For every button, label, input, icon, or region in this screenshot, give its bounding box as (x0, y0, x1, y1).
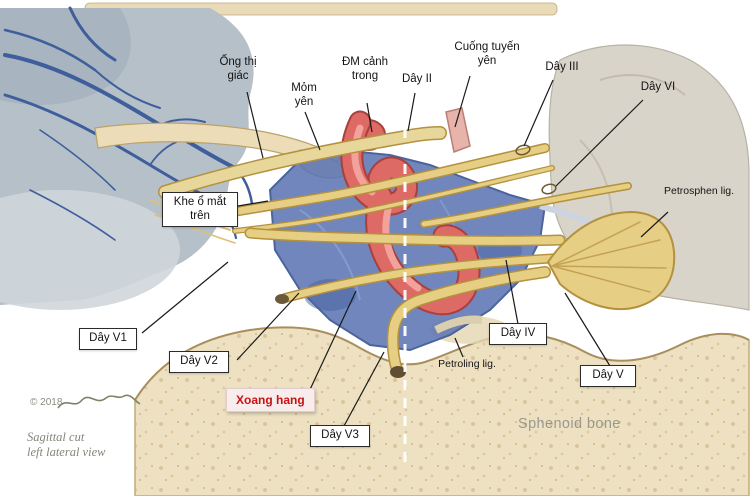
label-cn-v1: Dây V1 (79, 328, 137, 350)
label-petrosphenoid-lig: Petrosphen lig. (664, 185, 735, 197)
leader-lines (141, 75, 669, 427)
label-cn-v2: Dây V2 (169, 351, 229, 373)
petrolingual-ligament-shape (434, 315, 483, 334)
label-cn2: Dây II (401, 73, 433, 85)
label-optic-canal: Ống thị giác (219, 56, 257, 82)
figure-caption: Sagittal cut left lateral view (27, 430, 106, 459)
label-cn-v3: Dây V3 (310, 425, 370, 447)
nerves (149, 126, 676, 378)
copyright-text: © 2018 (30, 397, 63, 408)
label-sphenoid-bone: Sphenoid bone (518, 416, 621, 432)
pituitary-stalk-shape (445, 107, 471, 154)
label-cn3: Dây III (545, 61, 579, 73)
label-pituitary-stalk: Cuống tuyến yên (454, 41, 520, 67)
label-internal-carotid: ĐM cảnh trong (341, 56, 389, 82)
label-cn4: Dây IV (489, 323, 547, 345)
brain-tissue (0, 8, 254, 310)
label-petrolingual-lig: Petroling lig. (438, 358, 496, 370)
label-sup-orbital-fissure: Khe ổ mắt trên (162, 192, 238, 228)
label-cn6: Dây VI (640, 81, 676, 93)
label-clinoid-process: Mỏm yên (291, 82, 317, 108)
signature-scribble (57, 394, 141, 409)
label-cn5: Dây V (580, 365, 636, 387)
label-cavernous-sinus: Xoang hang (226, 388, 315, 413)
